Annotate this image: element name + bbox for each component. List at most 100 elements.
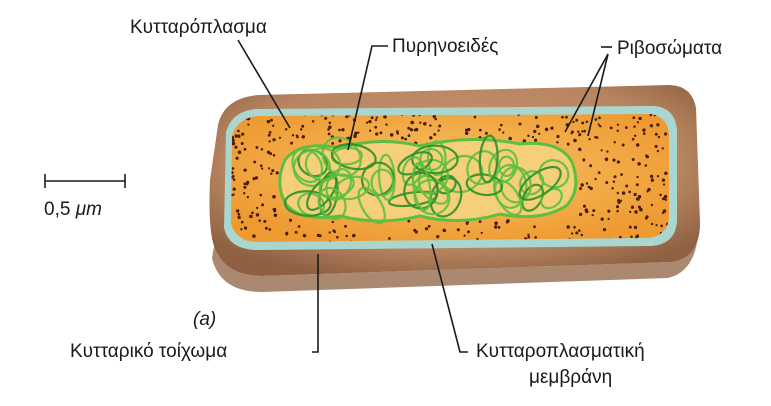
ribosome-dot: [467, 230, 470, 233]
ribosome-dot: [606, 150, 608, 152]
ribosome-dot: [243, 192, 245, 194]
ribosome-dot: [632, 116, 635, 119]
ribosome-dot: [252, 234, 256, 238]
ribosome-dot: [589, 187, 593, 191]
ribosome-dot: [566, 225, 569, 228]
ribosome-dot: [267, 120, 270, 123]
ribosome-dot: [256, 213, 260, 217]
ribosome-dot: [594, 178, 596, 180]
ribosome-dot: [401, 136, 404, 139]
ribosome-dot: [238, 151, 242, 155]
ribosome-dot: [274, 214, 278, 218]
ribosome-dot: [271, 169, 274, 172]
ribosome-dot: [324, 117, 327, 120]
ribosome-dot: [494, 221, 498, 225]
ribosome-dot: [659, 194, 662, 197]
ribosome-dot: [352, 234, 356, 238]
ribosome-dot: [581, 234, 584, 237]
ribosome-dot: [260, 164, 263, 167]
ribosome-dot: [438, 125, 441, 128]
scale-bar: [45, 174, 125, 188]
ribosome-dot: [617, 130, 619, 132]
ribosome-dot: [408, 134, 411, 137]
ribosome-dot: [383, 115, 387, 119]
ribosome-dot: [465, 132, 469, 136]
ribosome-dot: [261, 203, 264, 206]
ribosome-dot: [260, 194, 263, 197]
ribosome-dot: [329, 231, 331, 233]
ribosome-dot: [646, 215, 649, 218]
ribosome-dot: [243, 168, 246, 171]
ribosome-dot: [575, 119, 578, 122]
ribosome-dot: [616, 210, 619, 213]
ribosome-dot: [485, 132, 488, 135]
ribosome-dot: [433, 133, 436, 136]
ribosome-dot: [598, 123, 600, 125]
label-nucleoid: Πυρηνοειδές: [392, 36, 498, 58]
ribosome-dot: [578, 133, 581, 136]
ribosome-dot: [419, 122, 421, 124]
ribosome-dot: [414, 129, 417, 132]
ribosome-dot: [636, 234, 639, 237]
ribosome-dot: [253, 161, 256, 164]
ribosome-dot: [622, 191, 625, 194]
ribosome-dot: [396, 130, 399, 133]
ribosome-dot: [312, 120, 314, 122]
ribosome-dot: [586, 182, 588, 184]
ribosome-dot: [658, 136, 660, 138]
ribosome-dot: [617, 192, 619, 194]
ribosome-dot: [657, 150, 659, 152]
ribosome-dot: [571, 232, 573, 234]
ribosome-dot: [289, 219, 292, 222]
ribosome-dot: [527, 234, 529, 236]
ribosome-dot: [642, 128, 645, 131]
ribosome-dot: [479, 129, 482, 132]
ribosome-dot: [233, 178, 236, 181]
ribosome-dot: [532, 136, 534, 138]
ribosome-dot: [301, 125, 304, 128]
ribosome-dot: [357, 132, 359, 134]
ribosome-dot: [245, 182, 248, 185]
ribosome-dot: [276, 171, 279, 174]
ribosome-dot: [634, 135, 636, 137]
ribosome-dot: [535, 116, 538, 119]
ribosome-dot: [237, 135, 240, 138]
ribosome-dot: [429, 124, 431, 126]
ribosome-dot: [285, 128, 287, 130]
ribosome-dot: [527, 135, 529, 137]
ribosome-dot: [663, 209, 666, 212]
ribosome-dot: [579, 213, 582, 216]
label-cytoplasmic-membrane-line1: Κυτταροπλασματική: [476, 341, 645, 363]
ribosome-dot: [375, 119, 377, 121]
ribosome-dot: [258, 219, 261, 222]
ribosome-dot: [255, 146, 258, 149]
ribosome-dot: [625, 185, 628, 188]
ribosome-dot: [457, 228, 460, 231]
ribosome-dot: [643, 132, 646, 135]
ribosome-dot: [583, 130, 586, 133]
ribosome-dot: [613, 175, 616, 178]
ribosome-dot: [592, 209, 595, 212]
ribosome-dot: [241, 133, 244, 136]
ribosome-dot: [232, 167, 235, 170]
ribosome-dot: [570, 132, 572, 134]
ribosome-dot: [603, 228, 606, 231]
ribosome-dot: [261, 167, 263, 169]
ribosome-dot: [607, 218, 609, 220]
ribosome-dot: [573, 226, 576, 229]
ribosome-dot: [270, 119, 273, 122]
ribosome-dot: [374, 126, 377, 129]
ribosome-dot: [466, 222, 469, 225]
ribosome-dot: [575, 231, 578, 234]
ribosome-dot: [556, 135, 559, 138]
ribosome-dot: [494, 225, 497, 228]
ribosome-dot: [249, 215, 253, 219]
ribosome-dot: [582, 158, 585, 161]
ribosome-dot: [620, 173, 623, 176]
ribosome-dot: [376, 116, 378, 118]
ribosome-dot: [637, 121, 639, 123]
ribosome-dot: [268, 228, 271, 231]
ribosome-dot: [437, 129, 439, 131]
ribosome-dot: [290, 142, 293, 145]
ribosome-dot: [581, 121, 584, 124]
